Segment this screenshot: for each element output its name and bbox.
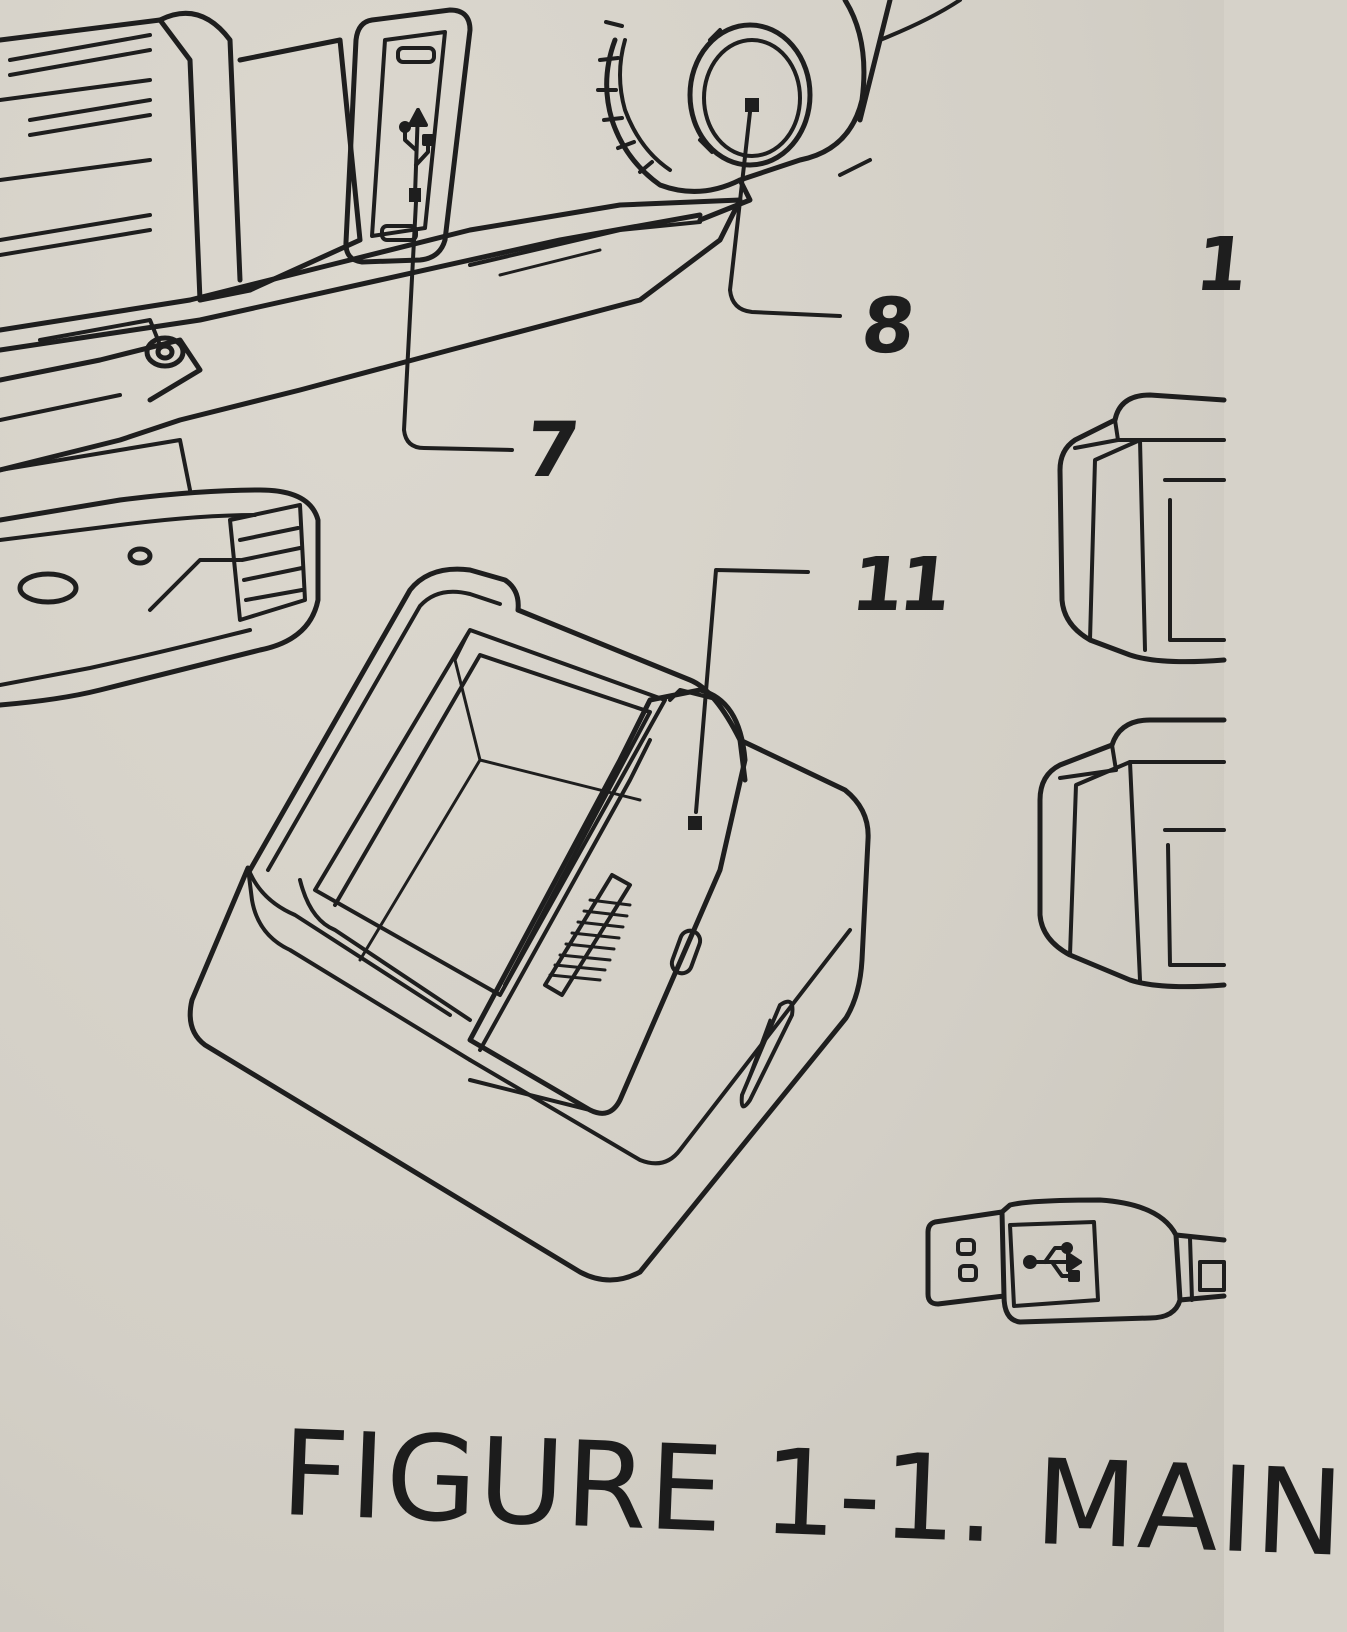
device-body xyxy=(0,10,743,473)
usb-port-cover xyxy=(343,7,473,265)
callout-7: 7 xyxy=(521,405,584,494)
leader-7 xyxy=(402,200,514,452)
adjustment-knob xyxy=(596,0,962,223)
callout-1-partial: 1 xyxy=(1191,222,1253,308)
usb-symbol-icon xyxy=(399,108,434,202)
battery-pack-1 xyxy=(1057,392,1227,665)
leader-11 xyxy=(694,568,810,814)
usb-cable-plug xyxy=(925,1197,1227,1325)
callout-8: 8 xyxy=(857,281,920,370)
callout-11: 11 xyxy=(847,542,952,628)
mount-clamp xyxy=(0,438,321,708)
charging-cradle xyxy=(187,566,871,1283)
callout-leaders xyxy=(402,110,842,814)
battery-pack-2 xyxy=(1037,717,1227,990)
device-illustration xyxy=(0,0,1227,1325)
leader-8 xyxy=(728,110,842,318)
usb-symbol-icon xyxy=(1023,1242,1082,1282)
